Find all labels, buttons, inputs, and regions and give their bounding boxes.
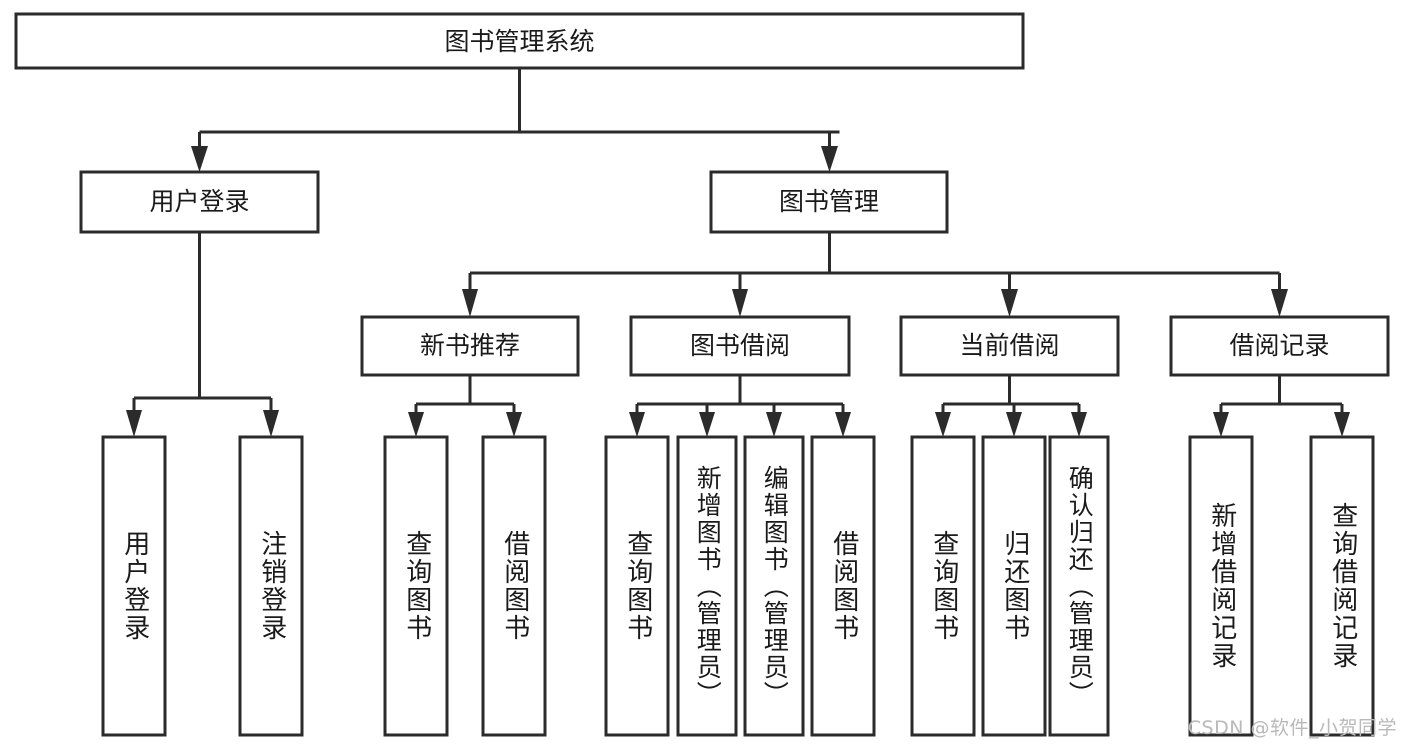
book-management-box[interactable] [709,170,949,234]
node-current-borrow[interactable]: 当前借阅 [899,315,1120,377]
leaf-box-query-book-borrow[interactable] [604,435,670,737]
user-login-box[interactable] [79,170,320,234]
leaf-label-query-book-newrec: 查询图书 [401,530,432,642]
borrow-record-box[interactable] [1169,315,1390,377]
arrowhead-current-leaf-1 [935,412,951,437]
leaf-box-query-book-newrec[interactable] [383,435,449,737]
leaf-label-borrow-book-newrec: 借阅图书 [499,530,530,642]
leaf-box-borrow-book[interactable] [810,435,876,737]
leaf-label-query-book-current: 查询图书 [928,530,959,642]
arrowhead-borrow-record [1271,289,1288,317]
leaf-box-query-book-current[interactable] [910,435,976,737]
leaf-cell-return-book[interactable]: 归还图书 [983,437,1045,735]
leaf-box-borrow-book-newrec[interactable] [481,435,547,737]
new-book-recommend-box[interactable] [360,315,580,377]
leaf-label-query-borrow-record: 查询借阅记录 [1327,502,1358,670]
node-book-management[interactable]: 图书管理 [709,170,949,234]
leaf-cell-query-book-newrec[interactable]: 查询图书 [385,437,447,735]
leaf-cell-logout[interactable]: 注销登录 [240,437,302,735]
leaf-label-query-book-borrow: 查询图书 [622,530,653,642]
book-borrow-box[interactable] [629,315,851,377]
root-box[interactable] [14,12,1025,70]
arrowhead-book-mgmt [821,146,838,172]
arrowhead-current-borrow [1001,289,1018,317]
current-borrow-box[interactable] [899,315,1120,377]
arrowhead-newbook-leaf-2 [506,412,522,437]
leaf-cell-confirm-return-admin[interactable]: 确认归还（管理员） [1050,437,1108,735]
leaf-box-layer [101,435,1375,737]
leaf-cell-user-login[interactable]: 用户登录 [103,437,165,735]
leaf-cell-borrow-book[interactable]: 借阅图书 [812,437,874,735]
leaf-box-add-borrow-record[interactable] [1188,435,1254,737]
node-user-login[interactable]: 用户登录 [79,170,320,234]
leaf-label-edit-book-admin: 编辑图书（管理员） [760,464,790,708]
leaf-label-add-borrow-record: 新增借阅记录 [1206,502,1237,670]
book-management-label: 图书管理 [779,187,879,216]
leaf-box-add-book-admin[interactable] [676,435,738,737]
leaf-box-query-borrow-record[interactable] [1309,435,1375,737]
node-borrow-record[interactable]: 借阅记录 [1169,315,1390,377]
arrowhead-user-login [191,146,208,172]
leaf-box-user-login[interactable] [101,435,167,737]
arrowhead-current-leaf-3 [1071,412,1087,437]
leaf-box-confirm-return-admin[interactable] [1048,435,1110,737]
arrowhead-leaf-logout [263,410,279,437]
arrowhead-book-borrow [732,289,748,317]
arrowhead-borrow-leaf-1 [629,412,645,437]
arrowhead-new-book-rec [462,289,478,317]
node-new-book-recommend[interactable]: 新书推荐 [360,315,580,377]
arrowhead-record-leaf-2 [1334,412,1350,437]
csdn-watermark: CSDN @软件_小贺同学 [1187,717,1397,739]
leaf-cell-query-book-current[interactable]: 查询图书 [912,437,974,735]
leaf-box-return-book[interactable] [981,435,1047,737]
arrowhead-borrow-leaf-3 [766,412,782,437]
leaf-label-confirm-return-admin: 确认归还（管理员） [1065,464,1095,708]
leaf-cell-add-book-admin[interactable]: 新增图书（管理员） [678,437,736,735]
arrowhead-record-leaf-1 [1213,412,1229,437]
arrowhead-current-leaf-2 [1006,412,1022,437]
arrowhead-leaf-user-login [126,410,142,437]
leaf-cell-edit-book-admin[interactable]: 编辑图书（管理员） [745,437,803,735]
node-root[interactable]: 图书管理系统 [14,12,1025,70]
node-book-borrow[interactable]: 图书借阅 [629,315,851,377]
leaf-label-logout: 注销登录 [256,530,287,642]
connector-layer [126,68,1350,437]
arrowhead-newbook-leaf-1 [408,412,424,437]
leaf-label-user-login: 用户登录 [119,530,150,642]
book-borrow-label: 图书借阅 [690,331,790,360]
leaf-cell-query-borrow-record[interactable]: 查询借阅记录 [1311,437,1373,735]
leaf-label-borrow-book: 借阅图书 [828,530,859,642]
arrowhead-borrow-leaf-2 [699,412,715,437]
leaf-label-return-book: 归还图书 [999,530,1030,642]
borrow-record-label: 借阅记录 [1229,331,1329,360]
user-login-label: 用户登录 [149,187,249,216]
leaf-box-logout[interactable] [238,435,304,737]
leaf-label-add-book-admin: 新增图书（管理员） [693,464,723,708]
leaf-cell-add-borrow-record[interactable]: 新增借阅记录 [1190,437,1252,735]
current-borrow-label: 当前借阅 [959,331,1059,360]
leaf-cell-borrow-book-newrec[interactable]: 借阅图书 [483,437,545,735]
arrowhead-borrow-leaf-4 [835,412,851,437]
leaf-cell-query-book-borrow[interactable]: 查询图书 [606,437,668,735]
leaf-box-edit-book-admin[interactable] [743,435,805,737]
new-book-recommend-label: 新书推荐 [420,331,520,360]
root-label: 图书管理系统 [444,27,594,56]
